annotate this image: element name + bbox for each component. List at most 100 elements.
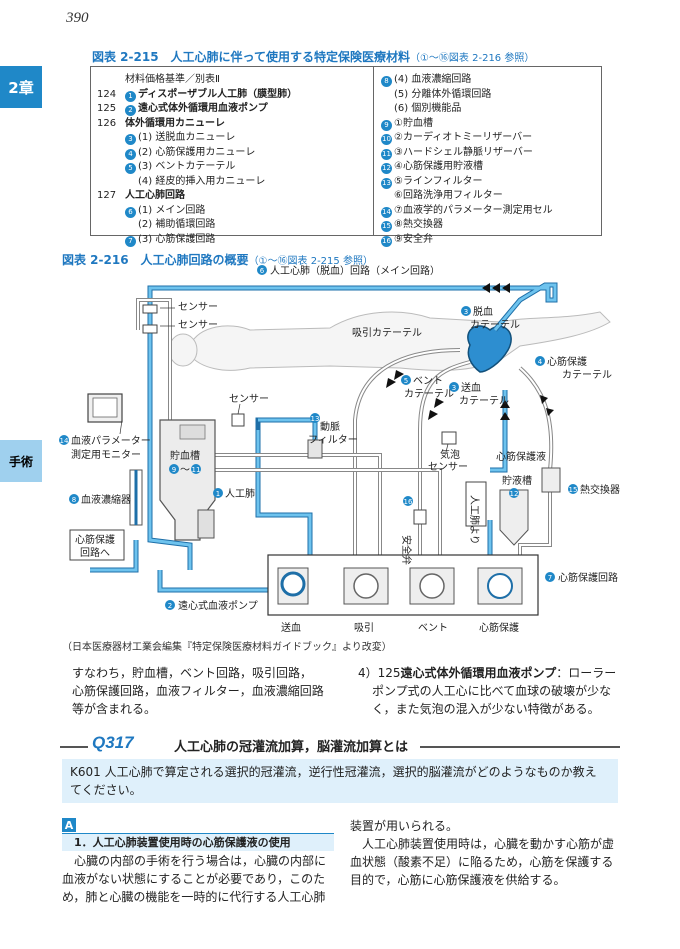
question-heading: Q317 人工心肺の冠灌流加算，脳灌流加算とは [60, 733, 620, 755]
svg-text:7: 7 [548, 574, 552, 582]
table-row-text: (4) 血液濃縮回路 [394, 74, 472, 85]
sensor-icon-2 [142, 324, 158, 334]
table-row: 8(4) 血液濃縮回路 [381, 73, 553, 88]
bubble-sensor-icon [441, 431, 457, 445]
pump-console [267, 554, 539, 616]
table-row-text: ディスポーザブル人工肺（膜型肺） [138, 88, 298, 100]
svg-text:3: 3 [452, 384, 456, 392]
sensor-icon-3 [231, 413, 245, 427]
question-line-2: てください。 [70, 783, 142, 797]
page-number: 390 [66, 10, 89, 26]
table-row: (5) 分離体外循環回路 [381, 88, 553, 103]
table-row-number: 124 [97, 88, 117, 100]
number-marker: 8 [381, 76, 392, 87]
table-row-text: (3) ベントカテーテル [138, 161, 236, 172]
fig215-title-text: 図表 2-215 人工心肺に伴って使用する特定保険医療材料 [92, 50, 410, 64]
label-from-lung: 人工肺より [468, 495, 480, 545]
label-cp-catheter-2: カテーテル [562, 369, 612, 381]
heat-exchanger-icon [541, 467, 561, 493]
answer-right-line-2: 人工心肺装置使用時は，心臓を動かす心筋が虚 [362, 837, 615, 851]
number-marker: 4 [125, 148, 136, 160]
table-row-text: 材料価格基準／別表Ⅱ [125, 74, 220, 85]
table-row-text: (4) 経皮的挿入用カニューレ [138, 175, 266, 187]
svg-text:4: 4 [538, 358, 543, 366]
table-row-text: (5) 分離体外循環回路 [394, 88, 492, 100]
svg-text:13: 13 [311, 415, 320, 423]
table-row: 5(3) ベントカテーテル [97, 160, 297, 175]
left-para-line-1: すなわち，貯血槽，ベント回路，吸引回路， [72, 666, 313, 680]
right-para-line-3: く，また気泡の混入が少ない特徴がある。 [372, 702, 600, 716]
table-row: (6) 個別機能品 [381, 102, 553, 117]
svg-text:8: 8 [72, 496, 76, 504]
label-cp-catheter: 心筋保護 [547, 355, 587, 368]
answer-heading-band [62, 833, 334, 851]
answer-right-text: 装置が用いられる。 人工心肺装置使用時は，心臓を動かす心筋が虚 血状態（酸素不足… [350, 817, 620, 889]
from-lung-box [465, 481, 487, 527]
main-circuit-tubing [90, 282, 558, 593]
number-marker: 9 [381, 119, 392, 131]
label-filter-2: フィルター [308, 434, 358, 446]
table-row-text: ④心筋保護用貯液槽 [394, 161, 483, 172]
table-row-text: ③ハードシェル静脈リザーバー [394, 146, 533, 158]
svg-text:1: 1 [216, 490, 220, 498]
label-cp-circuit: 心筋保護回路 [558, 571, 618, 584]
right-paragraph: 4）125遠心式体外循環用血液ポンプ：ローラー ポンプ式の人工心に比べて血球の破… [358, 664, 620, 718]
answer-label: A [62, 818, 76, 832]
chapter-tab: 2章 [0, 66, 42, 108]
label-reservoir: 貯血槽 [170, 449, 200, 462]
fig215-title: 図表 2-215 人工心肺に伴って使用する特定保険医療材料（①〜⑯図表 2-21… [92, 48, 534, 65]
svg-text:2: 2 [168, 602, 172, 610]
table-row-text: 体外循環用カニューレ [125, 117, 225, 129]
question-label: Q317 [88, 733, 138, 753]
label-supply-catheter: 送血 [461, 381, 481, 394]
right-para-lead: 4）125 [358, 666, 401, 680]
right-para-line-2: ポンプ式の人工心に比べて血球の破壊が少な [372, 684, 612, 698]
question-box: K601 人工心肺で算定される選択的冠灌流，逆行性冠灌流，選択的脳灌流がどのよう… [62, 759, 618, 803]
svg-text:14: 14 [60, 437, 69, 445]
number-marker: 13 [381, 177, 392, 189]
question-title: 人工心肺の冠灌流加算，脳灌流加算とは [170, 736, 413, 755]
cp-circuit-box [69, 529, 125, 561]
label-vent-catheter: ベント [413, 375, 443, 387]
table-row: 6(1) メイン回路 [97, 204, 297, 219]
monitor-icon [87, 393, 123, 423]
label-bubble-sensor-2: センサー [428, 461, 468, 473]
table-row-text: ①貯血槽 [394, 117, 433, 129]
table-row-text: ⑦血液学的パラメーター測定用セル [394, 204, 553, 216]
svg-text:5: 5 [404, 377, 408, 385]
diagram-labels: 人工心肺（脱血）回路（メイン回路） センサー センサー 脱血 カテーテル 吸引カ… [71, 264, 620, 634]
table-row-text: 遠心式体外循環用血液ポンプ [138, 103, 268, 114]
number-marker: 10 [381, 134, 392, 145]
label-monitor-2: 測定用モニター [71, 448, 141, 461]
label-heat-exchanger: 熱交換器 [580, 483, 620, 496]
table-row-text: ⑤ラインフィルター [394, 175, 483, 187]
svg-text:15: 15 [569, 486, 578, 494]
number-marker: 15 [381, 221, 392, 232]
question-rule-right [420, 746, 620, 748]
number-marker: 14 [381, 206, 392, 218]
cp-tank-icon [499, 489, 529, 546]
flow-arrows [386, 283, 554, 420]
circuit-diagram: .tube { fill:none; stroke:#1e6fa8; strok… [59, 264, 620, 634]
right-para-bold: 遠心式体外循環用血液ポンプ [400, 666, 557, 680]
concentrator-icon [129, 469, 143, 526]
sensor-icon-1 [142, 304, 158, 314]
number-marker: 1 [125, 90, 136, 102]
number-marker: 6 [125, 206, 136, 218]
leader-lines [119, 307, 449, 453]
answer-right-line-1: 装置が用いられる。 [350, 819, 459, 833]
label-pump-suction: 吸引 [354, 622, 374, 634]
number-marker: 2 [125, 105, 136, 116]
table-divider [373, 67, 374, 235]
label-sensor-3: センサー [229, 393, 269, 405]
question-rule-left [60, 746, 88, 748]
table-row: 4(2) 心筋保護用カニューレ [97, 146, 297, 161]
number-marker: 16 [381, 235, 392, 247]
